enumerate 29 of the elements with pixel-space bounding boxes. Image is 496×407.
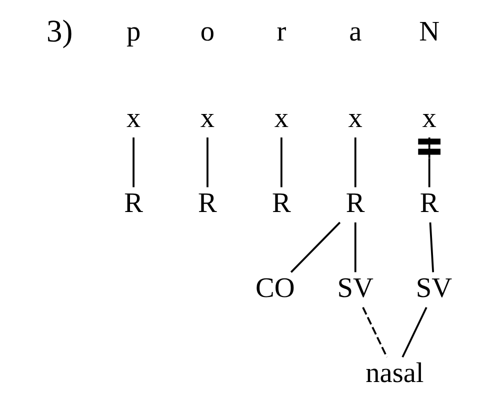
connector xyxy=(402,306,428,358)
label: N xyxy=(419,16,440,48)
label: p xyxy=(126,16,141,48)
connector xyxy=(429,222,434,272)
node-text: CO xyxy=(255,272,295,304)
connector xyxy=(206,137,208,188)
connector xyxy=(290,222,341,273)
node-text: x xyxy=(200,103,215,134)
connector xyxy=(280,137,282,188)
node-text: R xyxy=(420,188,439,219)
node-text: x xyxy=(348,103,362,134)
label: r xyxy=(276,16,286,48)
node-text: SV xyxy=(337,272,374,304)
node-text: R xyxy=(346,188,365,219)
label: a xyxy=(349,16,362,48)
connector xyxy=(132,137,134,188)
node-text: R xyxy=(198,188,217,219)
node-text: R xyxy=(124,188,143,219)
node-text: nasal xyxy=(366,358,424,389)
connector xyxy=(418,137,440,188)
node-text: SV xyxy=(416,272,452,304)
label: o xyxy=(200,16,215,48)
label: 3) xyxy=(46,13,73,48)
node-text: x xyxy=(274,103,289,134)
connector xyxy=(354,137,356,188)
node-text: R xyxy=(272,188,291,219)
connector xyxy=(354,222,356,272)
node-text: x xyxy=(126,103,141,134)
node-text: x xyxy=(422,103,436,134)
